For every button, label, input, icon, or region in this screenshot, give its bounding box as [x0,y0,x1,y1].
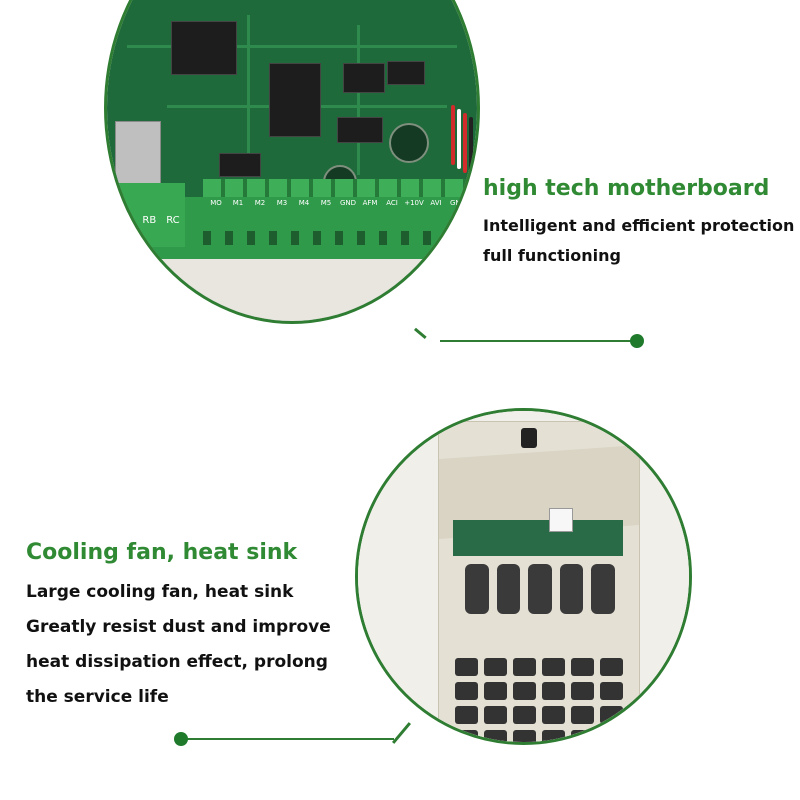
fan-grille [455,658,623,742]
terminal-label: M4 [298,199,310,207]
feature-heading-motherboard: high tech motherboard [483,176,770,201]
vent-slots [465,564,615,614]
leader-dot [630,334,644,348]
feature-line: full functioning [483,246,621,265]
terminal-label: AFM [362,199,378,207]
leader-line [186,738,394,740]
terminal-block: RA RB RC MO M1 M2 M3 M4 M5 GND AFM ACI +10V AVI GND MC… [107,179,478,259]
terminal-label: ACI [386,199,398,207]
terminal-label: MCM [471,199,478,207]
feature-heading-cooling: Cooling fan, heat sink [26,540,298,565]
network-jack [549,508,573,532]
terminal-label: M3 [276,199,288,207]
leader-line [414,327,427,339]
terminal-label: M1 [232,199,244,207]
microcontroller-chip [171,21,237,75]
leader-line [440,340,636,342]
relay [115,121,161,185]
terminal-label: MO [210,199,222,207]
feature-line: the service life [26,687,169,707]
terminal-label: M5 [320,199,332,207]
terminal-label: GND [449,199,467,207]
terminal-label: +10V [404,199,424,207]
feature-line: Intelligent and efficient protection [483,216,795,235]
inverter-housing [438,421,640,742]
relay-label: RA [119,215,133,226]
capacitor [389,123,429,163]
feature-line: heat dissipation effect, prolong [26,652,328,672]
terminal-label: M2 [254,199,266,207]
feature-line: Greatly resist dust and improve [26,617,331,637]
terminal-label: GND [339,199,357,207]
terminal-label: AVI [430,199,442,207]
housing-base [107,259,477,321]
relay-label: RC [166,215,180,226]
knob [521,428,537,448]
relay-label: RB [142,215,157,226]
relay-labels: RA RB RC [119,215,180,226]
motherboard-photo: RA RB RC MO M1 M2 M3 M4 M5 GND AFM ACI +10V AVI GND MC… [104,0,480,324]
leader-dot [174,732,188,746]
feature-line: Large cooling fan, heat sink [26,582,294,602]
header-connector [269,63,321,137]
inverter-photo [355,408,692,745]
